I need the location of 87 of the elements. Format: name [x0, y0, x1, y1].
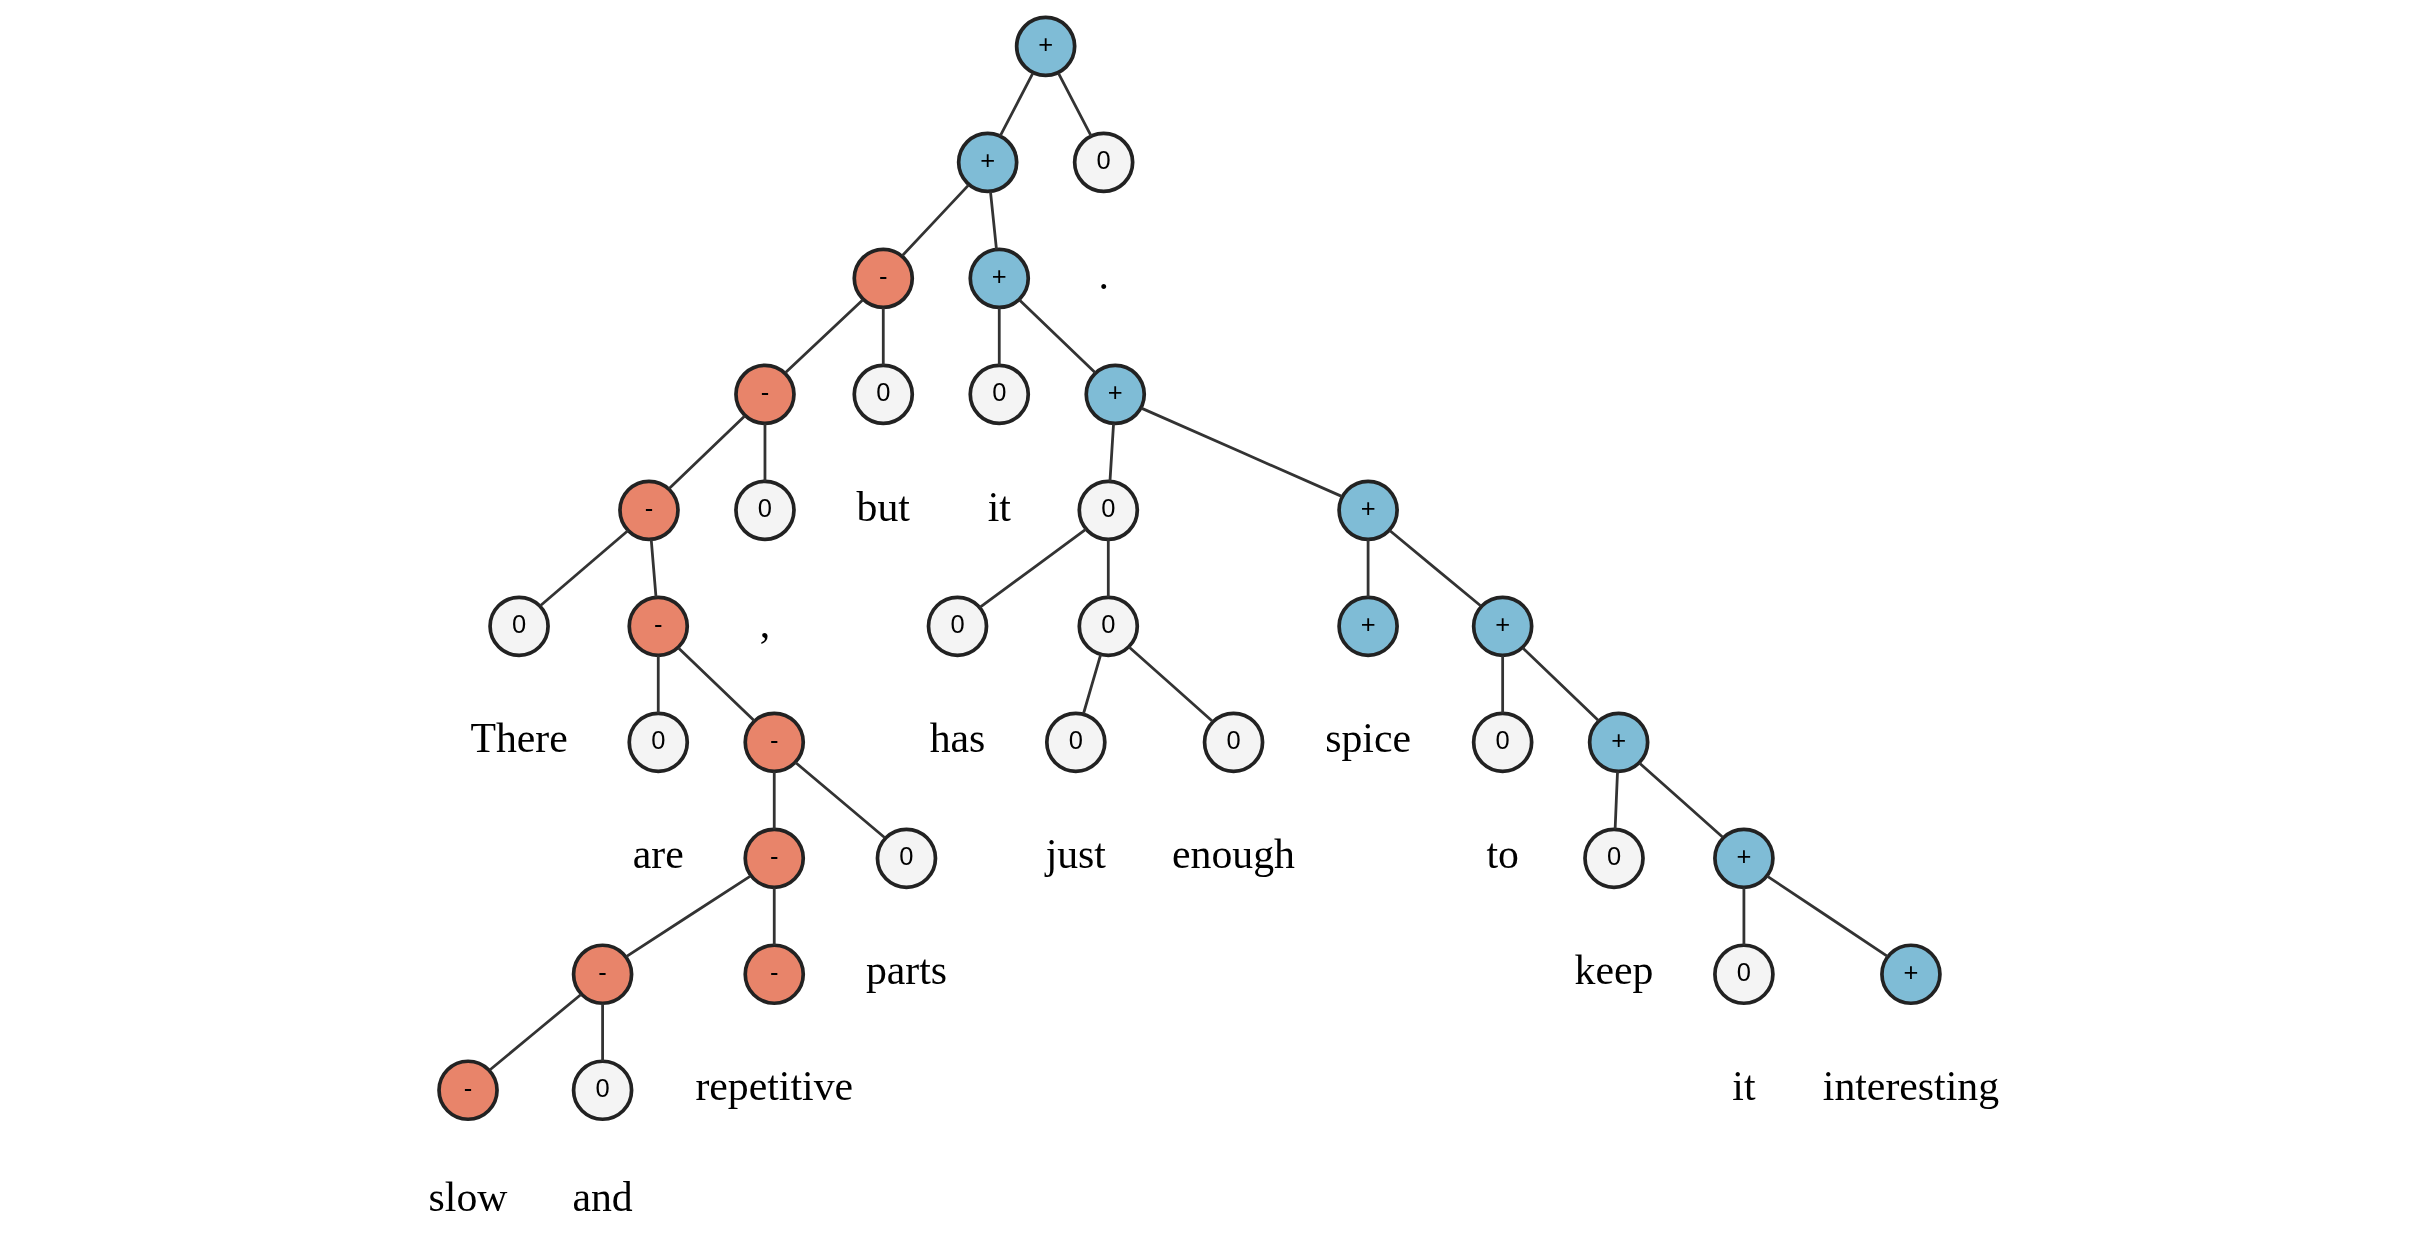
connector: [1521, 647, 1600, 722]
connector: [900, 184, 970, 257]
node-label: to: [1485, 831, 1519, 878]
node-circle: -: [571, 943, 633, 1006]
connector: [978, 527, 1087, 609]
connector: [649, 539, 657, 598]
node-label: There: [469, 715, 568, 762]
node-circle: +: [956, 131, 1018, 194]
node-label: but: [856, 483, 910, 530]
node-circle: +: [1712, 827, 1775, 890]
connector: [1081, 654, 1102, 714]
node-circle: 0: [1712, 943, 1775, 1006]
node-label: has: [929, 715, 985, 762]
node-circle: 0: [926, 595, 988, 658]
node-label: repetitive: [694, 1063, 853, 1110]
node-circle: -: [733, 363, 796, 426]
node-circle: 0: [875, 827, 937, 890]
connector: [538, 529, 629, 607]
connector: [1127, 645, 1213, 723]
node-label: slow: [428, 1173, 507, 1220]
node-label: it: [987, 483, 1011, 530]
node-circle: +: [1083, 363, 1146, 426]
connector: [783, 299, 864, 374]
node-label: .: [1097, 251, 1109, 298]
node-circle: +: [1587, 711, 1649, 774]
node-label: interesting: [1822, 1063, 1999, 1110]
node-label: enough: [1171, 831, 1295, 878]
node-circle: +: [967, 247, 1030, 310]
connector: [772, 887, 776, 946]
node-circle: 0: [1202, 711, 1264, 774]
connector: [772, 771, 776, 830]
connector: [1106, 539, 1110, 598]
node-circle: 0: [626, 711, 689, 774]
node-circle: -: [742, 711, 805, 774]
connector: [881, 307, 885, 366]
node-circle: 0: [1076, 595, 1139, 658]
connector: [988, 191, 998, 250]
node-circle: -: [851, 247, 914, 310]
node-circle: 0: [967, 363, 1030, 426]
connector: [1366, 539, 1369, 598]
node-circle: -: [742, 943, 805, 1006]
connector: [1056, 72, 1092, 137]
connector: [1108, 423, 1115, 482]
node-label: ,: [759, 599, 770, 646]
connector: [763, 423, 766, 482]
node-circle: +: [1471, 595, 1533, 658]
node-circle: +: [1336, 595, 1399, 658]
node-circle: 0: [1076, 479, 1139, 542]
node-circle: 0: [571, 1059, 633, 1122]
connector: [1500, 655, 1504, 714]
connector: [794, 761, 886, 839]
connector: [1388, 529, 1482, 607]
node-circle: -: [617, 479, 680, 542]
node-circle: +: [1879, 943, 1942, 1006]
connector: [1637, 761, 1724, 839]
node-circle: 0: [733, 479, 796, 542]
node-circle: 0: [1582, 827, 1645, 890]
connector: [997, 307, 1001, 366]
node-circle: 0: [1072, 131, 1134, 194]
connector: [1742, 887, 1745, 946]
connector: [488, 993, 582, 1071]
node-label: spice: [1324, 715, 1411, 762]
node-circle: 0: [1471, 711, 1533, 774]
node-circle: -: [626, 595, 689, 658]
node-label: it: [1731, 1063, 1756, 1110]
connector: [1613, 771, 1619, 830]
connector: [667, 415, 746, 490]
connector: [998, 72, 1034, 137]
node-circle: +: [1014, 15, 1076, 78]
node-label: just: [1045, 831, 1106, 878]
node-circle: +: [1336, 479, 1399, 542]
node-label: and: [571, 1173, 633, 1220]
node-label: are: [632, 831, 684, 878]
node-label: keep: [1574, 947, 1653, 994]
connector: [1018, 299, 1096, 374]
connector: [677, 647, 755, 722]
connector: [600, 1003, 604, 1062]
connector: [1765, 874, 1889, 958]
node-circle: 0: [851, 363, 914, 426]
node-circle: -: [742, 827, 805, 890]
connector: [625, 874, 751, 958]
connector: [656, 655, 660, 714]
connector: [1140, 406, 1342, 498]
node-label: parts: [865, 947, 947, 994]
node-circle: 0: [1044, 711, 1107, 774]
node-circle: -: [436, 1059, 499, 1122]
node-circle: 0: [487, 595, 550, 658]
